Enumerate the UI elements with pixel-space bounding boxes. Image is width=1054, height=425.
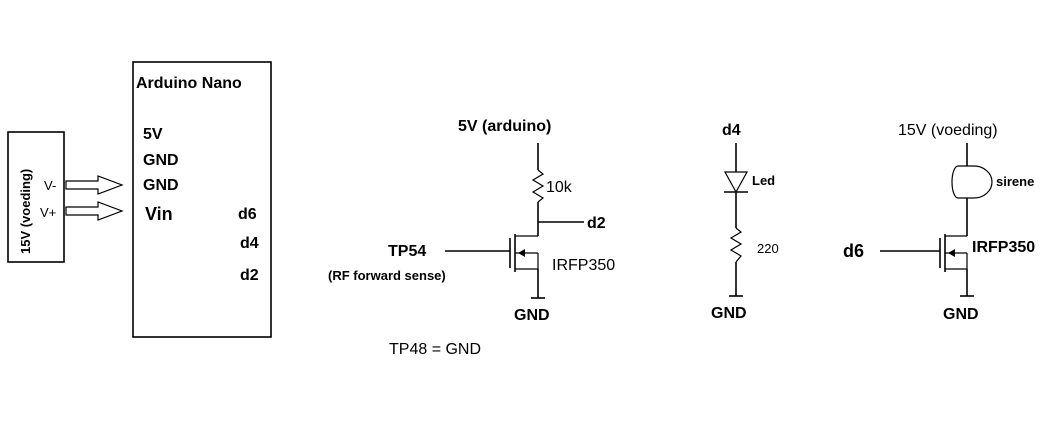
arduino-pin-vin: Vin	[145, 204, 173, 224]
arduino-title: Arduino Nano	[136, 75, 242, 92]
arduino-pin-d6: d6	[238, 206, 257, 223]
sense-output-label: d2	[587, 215, 606, 232]
led-input-label: d4	[722, 122, 741, 139]
sense-ground-label: GND	[514, 307, 550, 324]
led-label: Led	[752, 173, 775, 188]
led-diode-icon	[723, 171, 749, 194]
power-supply-box	[7, 131, 65, 263]
siren-mosfet-icon	[880, 234, 968, 272]
v-minus-arrow-icon	[65, 175, 124, 195]
sense-input-label: TP54	[388, 243, 426, 260]
arduino-pin-5v: 5V	[143, 126, 163, 143]
siren-transistor-label: IRFP350	[972, 239, 1035, 256]
arduino-box	[132, 61, 272, 338]
power-supply-label: 15V (voeding)	[18, 169, 33, 254]
siren-supply-label: 15V (voeding)	[898, 122, 998, 139]
v-minus-label: V-	[44, 178, 56, 193]
arduino-block: Arduino Nano 5V GND GND Vin d6 d4 d2	[132, 61, 272, 338]
arduino-pin-d2: d2	[240, 267, 259, 284]
siren-load-label: sirene	[996, 174, 1034, 189]
siren-ground-label: GND	[943, 306, 979, 323]
resistor-10k-icon	[531, 169, 545, 203]
led-resistor-label: 220	[757, 241, 779, 256]
arduino-pin-gnd-1: GND	[143, 152, 179, 169]
arduino-pin-d4: d4	[240, 235, 259, 252]
siren-circuit: 15V (voeding) sirene d6 IRFP350 GND	[843, 122, 1035, 323]
sense-resistor-label: 10k	[546, 179, 573, 196]
power-supply-block: 15V (voeding) V- V+	[7, 131, 124, 263]
led-ground-label: GND	[711, 305, 747, 322]
resistor-220-icon	[729, 227, 743, 263]
sense-input-note: (RF forward sense)	[328, 268, 446, 283]
siren-icon	[951, 165, 993, 199]
sense-supply-label: 5V (arduino)	[458, 118, 551, 135]
arduino-pin-gnd-2: GND	[143, 177, 179, 194]
sense-footnote: TP48 = GND	[389, 341, 481, 358]
siren-input-label: d6	[843, 241, 864, 261]
led-circuit: d4 Led 220 GND	[711, 122, 779, 322]
sense-circuit: 5V (arduino) 10k d2 TP54 (RF forward sen…	[328, 118, 615, 358]
sense-mosfet-icon	[445, 234, 539, 272]
v-plus-label: V+	[40, 205, 56, 220]
v-plus-arrow-icon	[65, 201, 124, 221]
sense-transistor-label: IRFP350	[552, 257, 615, 274]
